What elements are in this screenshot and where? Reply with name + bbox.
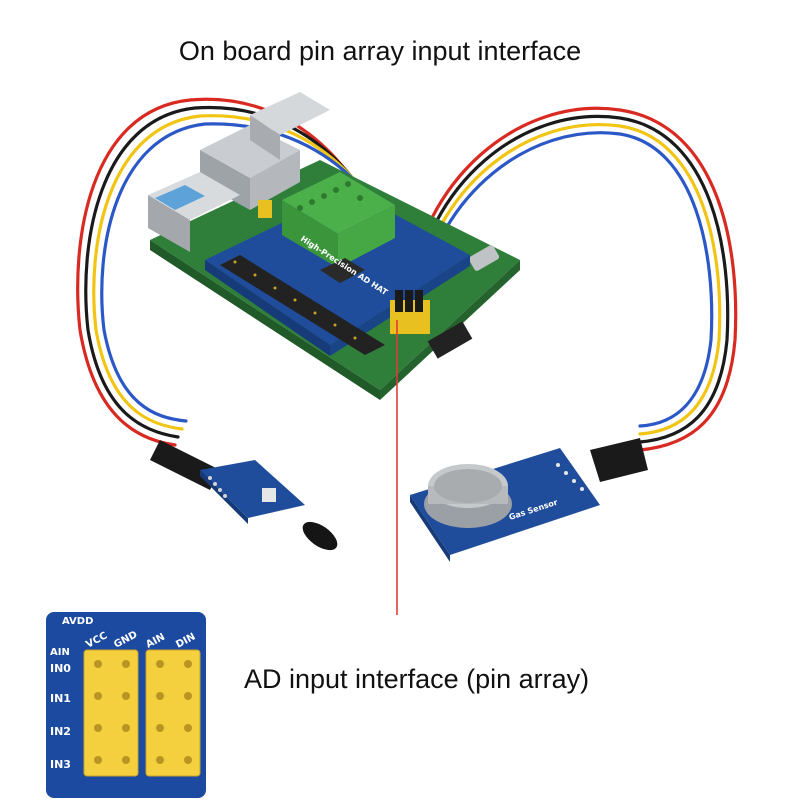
ad-hat-board: High-Precision AD HAT [205, 172, 470, 356]
inset-row-label-1: IN1 [50, 692, 71, 705]
inset-col-header-0: AIN [50, 647, 70, 658]
potentiometer [262, 488, 276, 502]
inset-row-label-2: IN2 [50, 725, 71, 738]
terminal-block [282, 172, 395, 268]
right-wire-bundle [406, 106, 738, 452]
top-caption: On board pin array input interface [178, 36, 582, 66]
adc-chip [320, 258, 365, 283]
gpio-header [220, 255, 385, 355]
inset-pin-holes [94, 660, 192, 764]
inset-avdd-label: AVDD [62, 616, 93, 627]
inset-row-label-3: IN3 [50, 758, 71, 771]
sensor-connector-right [590, 438, 648, 482]
flame-diode [302, 521, 338, 551]
usb-ports [200, 92, 330, 210]
pin-array-inset: AVDD AIN VCC GND AIN DIN IN0 IN1 IN2 IN3 [46, 612, 206, 798]
gas-sensor-module: Gas Sensor [410, 438, 648, 562]
gas-sensor-head [424, 464, 512, 528]
ethernet-port [148, 172, 240, 252]
flame-sensor-module [150, 440, 338, 551]
power-port [468, 245, 500, 271]
inset-row-label-0: IN0 [50, 662, 71, 675]
jumper [258, 200, 272, 218]
bottom-caption: AD input interface (pin array) [244, 664, 590, 694]
inset-pin-grid [83, 649, 201, 777]
onboard-pin-array [390, 290, 430, 334]
sd-slot [427, 321, 473, 359]
